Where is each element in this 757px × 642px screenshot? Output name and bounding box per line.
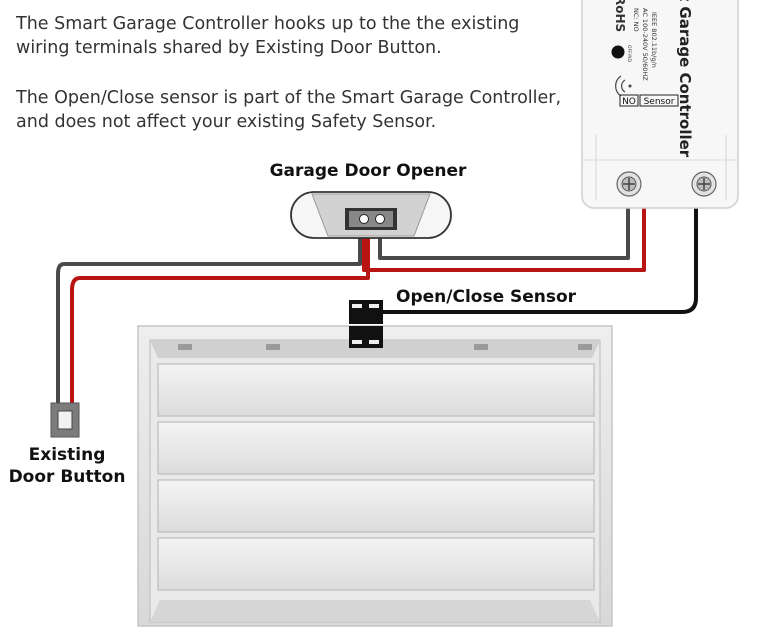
door-panel bbox=[157, 363, 595, 417]
controller-terminal-right bbox=[691, 171, 717, 197]
instruction-paragraph-1: The Smart Garage Controller hooks up to … bbox=[16, 14, 520, 58]
terminal-no-box bbox=[619, 94, 639, 107]
controller-rohs: RoHS bbox=[613, 0, 627, 32]
red-wire-button bbox=[70, 220, 370, 404]
button-icon bbox=[57, 410, 73, 430]
controller-power-spec: AC 100-240V 50/60HZ bbox=[641, 8, 649, 81]
controller-nc-no: NC: NO bbox=[632, 8, 640, 32]
sensor-lower-block bbox=[349, 326, 383, 348]
smart-garage-controller: NO Sensor t Garage Controller RoHS IEEE … bbox=[581, 0, 739, 209]
door-panel bbox=[157, 421, 595, 475]
terminal-sensor-box bbox=[639, 94, 679, 107]
opener-terminal bbox=[375, 214, 385, 224]
wires bbox=[56, 198, 698, 404]
existing-door-button bbox=[50, 402, 80, 438]
open-close-sensor-label: Open/Close Sensor bbox=[396, 287, 577, 307]
controller-led-label: OFF/ND bbox=[626, 45, 632, 63]
terminal-no-label: NO bbox=[622, 97, 636, 107]
garage-door-opener bbox=[290, 191, 452, 239]
instruction-paragraph-2: The Open/Close sensor is part of the Sma… bbox=[16, 88, 562, 132]
controller-wifi-spec: IEEE 802.11b/g/n bbox=[650, 12, 658, 68]
controller-title: t Garage Controller bbox=[676, 0, 694, 158]
wifi-icon bbox=[615, 75, 632, 97]
terminal-sensor-label: Sensor bbox=[644, 97, 675, 107]
sensor-upper-block bbox=[349, 300, 383, 324]
open-close-sensor bbox=[349, 300, 383, 348]
garage-door-opener-label: Garage Door Opener bbox=[269, 161, 467, 181]
door-panel bbox=[157, 479, 595, 533]
opener-terminal bbox=[359, 214, 369, 224]
black-wire-sensor bbox=[378, 198, 698, 314]
gray-wire-controller bbox=[378, 198, 630, 260]
controller-terminal-left bbox=[616, 171, 642, 197]
garage-door bbox=[137, 325, 613, 627]
existing-door-button-label: Existing Door Button bbox=[8, 445, 126, 487]
door-panel bbox=[157, 537, 595, 591]
red-wire-controller bbox=[362, 198, 646, 272]
gray-wire-button bbox=[56, 220, 362, 404]
controller-led-icon bbox=[611, 45, 625, 59]
